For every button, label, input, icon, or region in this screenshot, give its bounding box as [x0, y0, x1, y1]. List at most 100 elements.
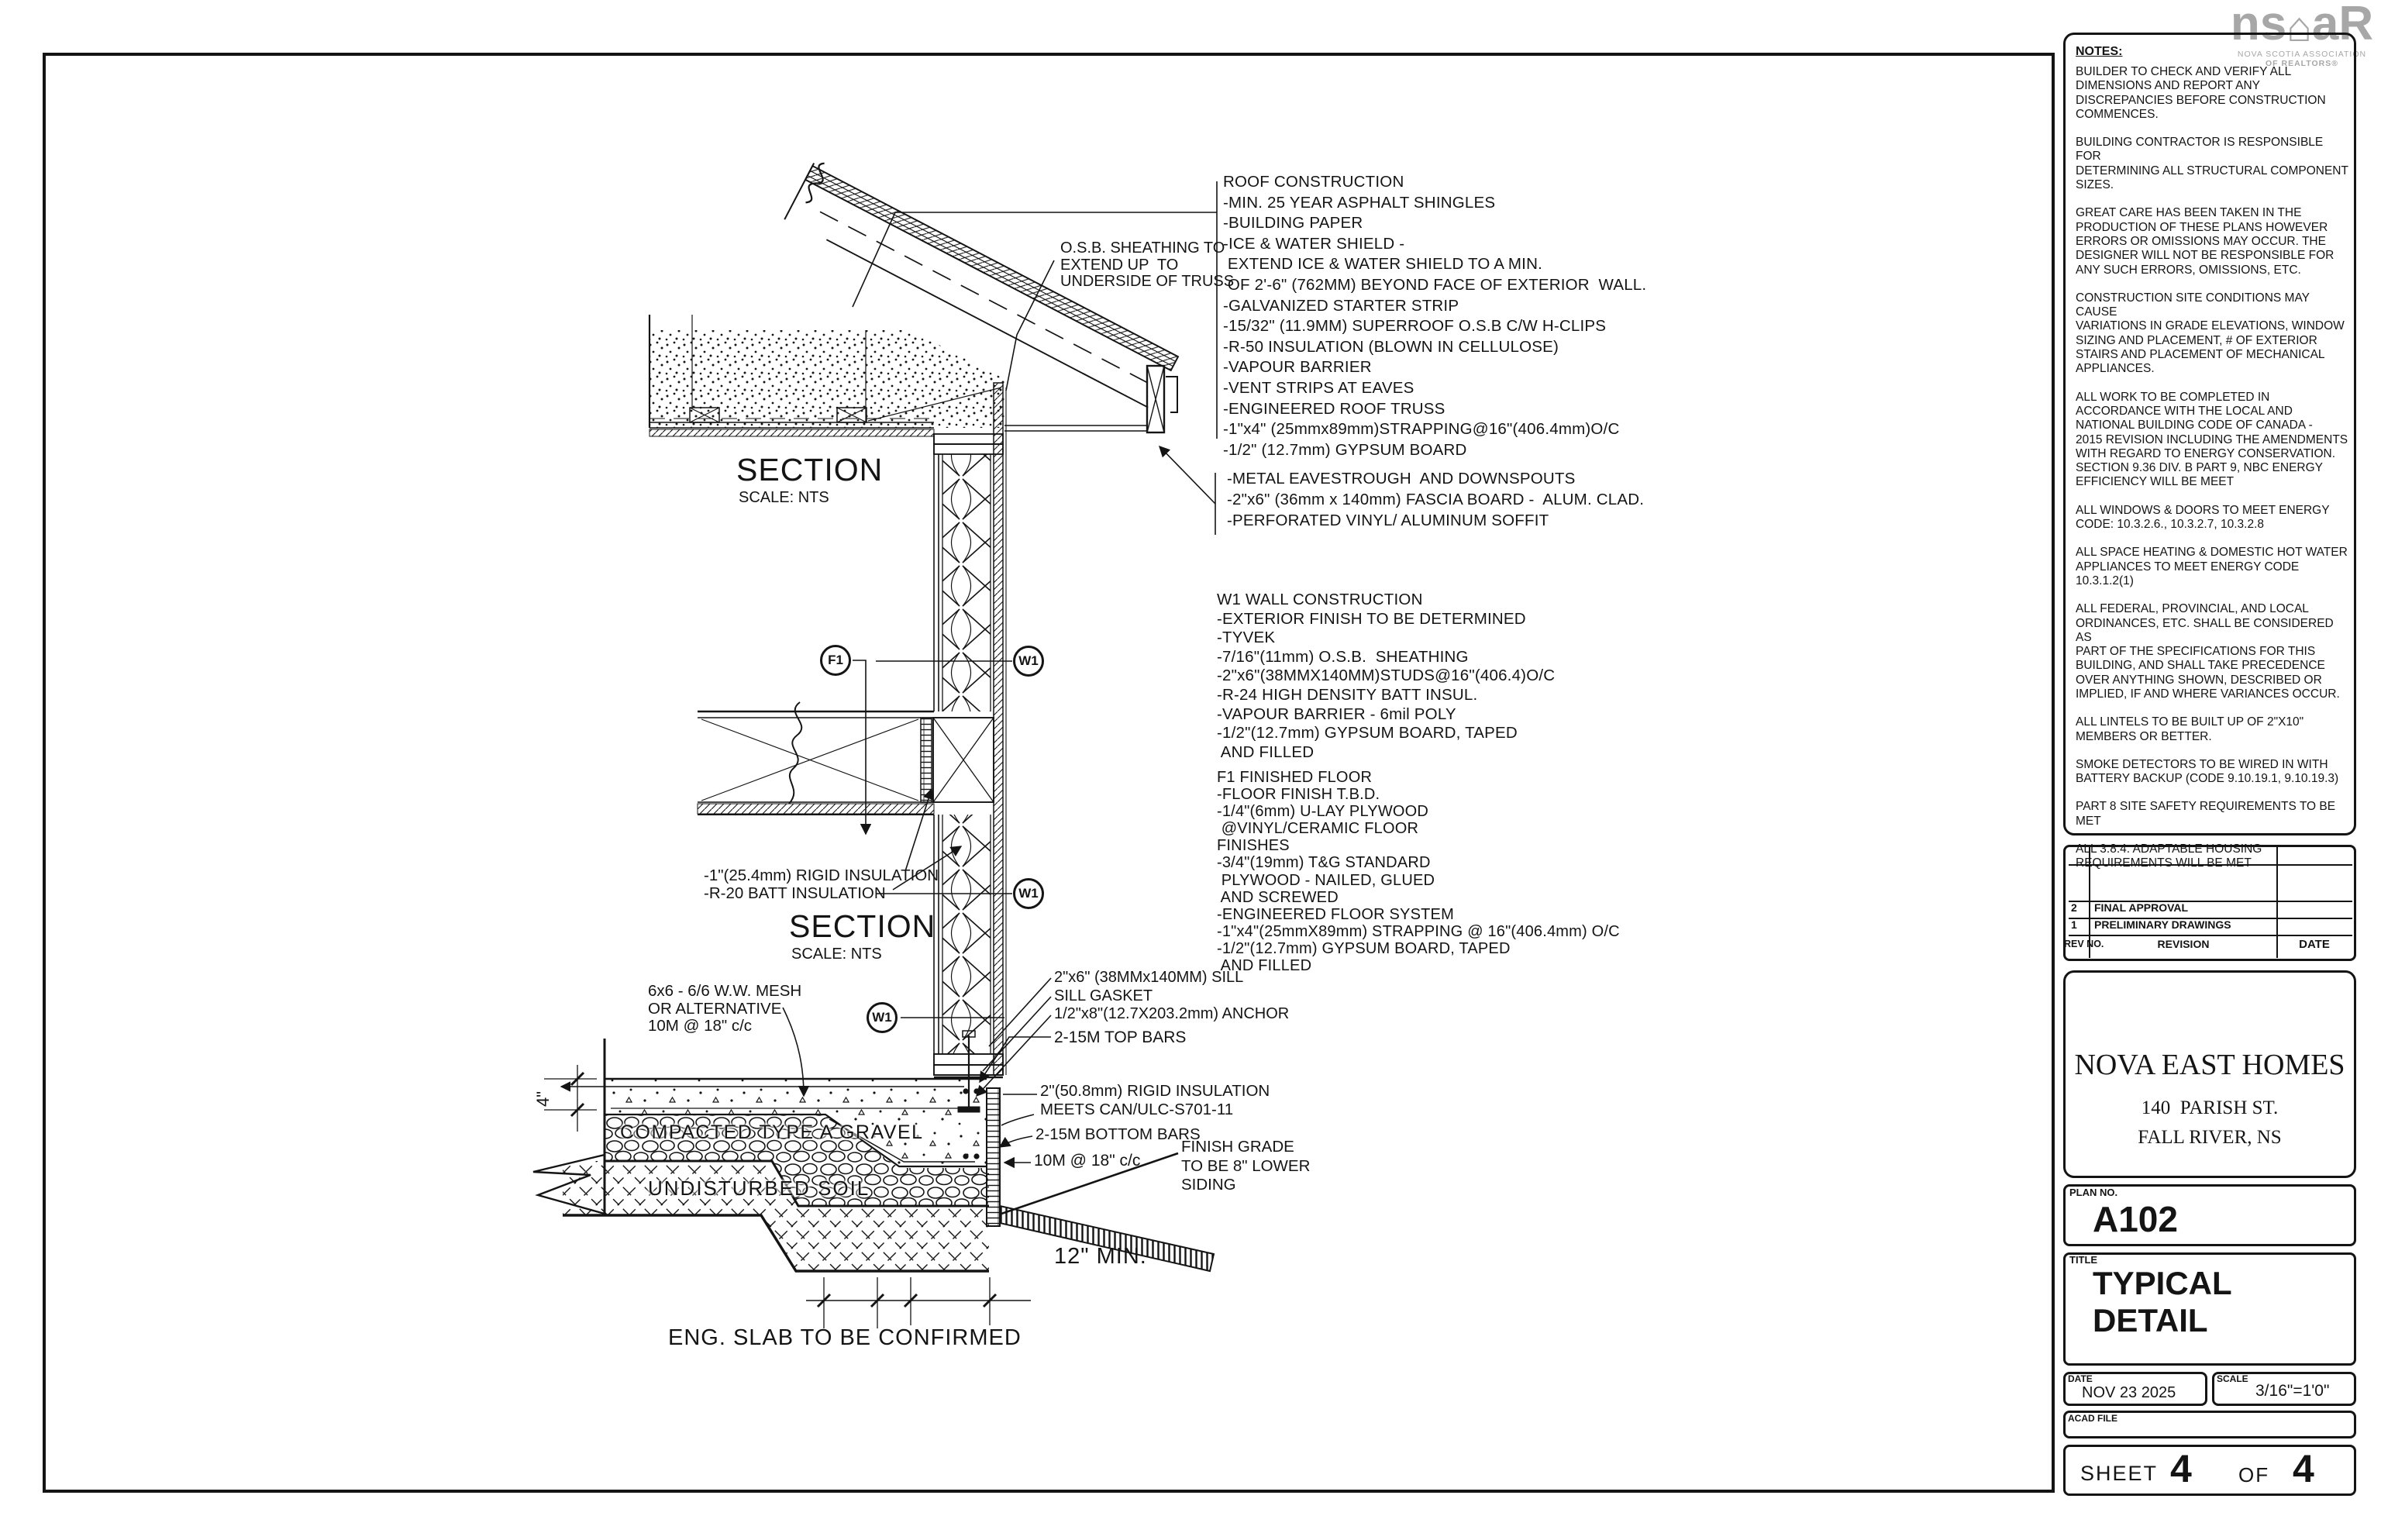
notes-box [2063, 33, 2356, 835]
house-icon: ⌂ [2286, 4, 2312, 50]
roof-construction-line: -BUILDING PAPER [1223, 214, 1363, 233]
wall-construction-line: AND FILLED [1217, 742, 1315, 761]
rigid-batt-callout: -1"(25.4mm) RIGID INSULATION-R-20 BATT I… [704, 866, 939, 902]
finished-floor-line: AND FILLED [1217, 957, 1312, 975]
roof-construction-line: -15/32" (11.9MM) SUPERROOF O.S.B C/W H-C… [1223, 317, 1607, 336]
note-line: EFFICIENCY WILL BE MEET [2076, 475, 2235, 489]
note-line: PRODUCTION OF THESE PLANS HOWEVER [2076, 220, 2328, 234]
logo-text-left: ns [2230, 0, 2287, 50]
plan-no-box [2063, 1184, 2356, 1246]
rev-header-revision: REVISION [2157, 938, 2210, 950]
sill-and-foundation [532, 1030, 1215, 1273]
date-box [2063, 1372, 2207, 1406]
finished-floor-line: -1"x4"(25mmX89mm) STRAPPING @ 16"(406.4m… [1217, 922, 1620, 940]
sheet-of-label: OF [2238, 1463, 2270, 1487]
note-line: 10.3.1.2(1) [2076, 574, 2134, 587]
note-line: DISCREPANCIES BEFORE CONSTRUCTION [2076, 93, 2326, 107]
sheet-total: 4 [2293, 1447, 2314, 1490]
acad-file-label: ACAD FILE [2068, 1413, 2117, 1424]
acad-file-box [2063, 1411, 2356, 1438]
rev-row-1-no: 1 [2071, 918, 2077, 931]
note-line: WITH REGARD TO ENERGY CONSERVATION. [2076, 446, 2336, 460]
note-line: SMOKE DETECTORS TO BE WIRED IN WITH [2076, 757, 2328, 771]
eaves-list: -METAL EAVESTROUGH AND DOWNSPOUTS-2"x6" … [1227, 468, 1644, 531]
note-line: BUILDING, AND SHALL TAKE PRECEDENCE [2076, 659, 2325, 673]
floor-assembly [697, 701, 994, 815]
roof-construction-line: -1/2" (12.7mm) GYPSUM BOARD [1223, 440, 1467, 459]
note-line: ACCORDANCE WITH THE LOCAL AND [2076, 404, 2293, 418]
company-name: NOVA EAST HOMES [2074, 1049, 2345, 1081]
note-line: SIZING AND PLACEMENT, # OF EXTERIOR [2076, 333, 2317, 347]
note-line: PART OF THE SPECIFICATIONS FOR THIS [2076, 645, 2316, 659]
scale-value: 3/16"=1'0" [2255, 1382, 2330, 1400]
marker-f1: F1 [820, 645, 851, 676]
note-line: SIZES. [2076, 178, 2114, 192]
marker-w1-sill: W1 [867, 1002, 898, 1033]
note-line: MET [2076, 814, 2101, 828]
note-line: VARIATIONS IN GRADE ELEVATIONS, WINDOW [2076, 319, 2345, 333]
roof-construction-line: EXTEND ICE & WATER SHIELD TO A MIN. [1223, 255, 1542, 274]
roof-construction-line: -ENGINEERED ROOF TRUSS [1223, 399, 1445, 418]
finished-floor-line: @VINYL/CERAMIC FLOOR [1217, 820, 1419, 838]
roof-construction-line: -MIN. 25 YEAR ASPHALT SHINGLES [1223, 193, 1496, 212]
note-line: ALL WINDOWS & DOORS TO MEET ENERGY [2076, 503, 2330, 517]
rev-header-no: REV NO. [2064, 939, 2104, 949]
note-line: ALL LINTELS TO BE BUILT UP OF 2"X10" [2076, 715, 2304, 729]
marker-w1-label: W1 [1018, 886, 1039, 901]
revision-table [2063, 845, 2356, 961]
wall-construction-line: -2"x6"(38MMX140MM)STUDS@16"(406.4)O/C [1217, 667, 1556, 685]
roof-construction-line: -VENT STRIPS AT EAVES [1223, 378, 1414, 397]
finished-floor-line: -1/4"(6mm) U-LAY PLYWOOD [1217, 803, 1429, 821]
note-line: ALL FEDERAL, PROVINCIAL, AND LOCAL [2076, 602, 2309, 616]
note-line: STAIRS AND PLACEMENT OF MECHANICAL [2076, 348, 2325, 362]
finished-floor-list: F1 FINISHED FLOOR-FLOOR FINISH T.B.D.-1/… [1217, 769, 1620, 974]
wall-construction-list: W1 WALL CONSTRUCTION-EXTERIOR FINISH TO … [1217, 591, 1555, 762]
note-line: BATTERY BACKUP (CODE 9.10.19.1, 9.10.19.… [2076, 772, 2339, 786]
finished-floor-line: PLYWOOD - NAILED, GLUED [1217, 871, 1435, 889]
soil-label: UNDISTURBED SOIL [648, 1177, 870, 1200]
roof-construction-line: -1"x4" (25mmx89mm)STRAPPING@16"(406.4mm)… [1223, 420, 1620, 439]
ceiling-assembly [648, 315, 1004, 437]
note-line: ANY SUCH ERRORS, OMISSIONS, ETC. [2076, 263, 2301, 277]
note-line: ORDINANCES, ETC. SHALL BE CONSIDERED AS [2076, 616, 2334, 644]
logo-subtitle: NOVA SCOTIA ASSOCIATION [2237, 50, 2367, 59]
plan-no-value: A102 [2093, 1199, 2178, 1239]
osb-callout-line: EXTEND UP TO [1060, 256, 1179, 274]
note-line: REQUIREMENTS WILL BE MET [2076, 856, 2252, 870]
bars-10m-callout: 10M @ 18" c/c [1034, 1152, 1141, 1170]
roof-construction-line: OF 2'-6" (762MM) BEYOND FACE OF EXTERIOR… [1223, 275, 1647, 294]
company-address2: FALL RIVER, NS [2138, 1127, 2282, 1148]
logo-subtitle2: OF REALTORS® [2265, 59, 2339, 68]
logo-text-right: aR [2311, 0, 2374, 50]
leader-lines [782, 181, 1218, 1215]
rev-header-date: DATE [2299, 938, 2330, 951]
roof-construction-line: ROOF CONSTRUCTION [1223, 173, 1404, 191]
lower-section-title: SECTION [789, 908, 936, 944]
note-line: MEMBERS OR BETTER. [2076, 729, 2212, 743]
note-line: SECTION 9.36 DIV. B PART 9, NBC ENERGY [2076, 461, 2324, 475]
scale-label: SCALE [2217, 1373, 2248, 1384]
note-line: APPLIANCES. [2076, 362, 2155, 376]
bottom-bars-callout: 2-15M BOTTOM BARS [1035, 1125, 1201, 1143]
gravel-label: COMPACTED TYPE A GRAVEL [620, 1121, 924, 1143]
marker-f1-label: F1 [828, 653, 843, 667]
wall-construction-line: -TYVEK [1217, 629, 1276, 647]
sheet-title-line2: DETAIL [2093, 1302, 2208, 1338]
note-line: DETERMINING ALL STRUCTURAL COMPONENT [2076, 164, 2348, 177]
wall-construction-line: W1 WALL CONSTRUCTION [1217, 591, 1423, 608]
title-label: TITLE [2069, 1254, 2098, 1266]
rev-row-1-label: PRELIMINARY DRAWINGS [2094, 918, 2231, 931]
nsar-logo: ns ⌂ aR NOVA SCOTIA ASSOCIATION OF REALT… [2226, 0, 2378, 68]
wall-construction-line: -1/2"(12.7mm) GYPSUM BOARD, TAPED [1217, 724, 1518, 742]
sheet-box [2063, 1445, 2356, 1496]
sheet-title-line1: TYPICAL [2093, 1265, 2232, 1301]
note-line: ERRORS OR OMISSIONS MAY OCCUR. THE [2076, 234, 2326, 248]
